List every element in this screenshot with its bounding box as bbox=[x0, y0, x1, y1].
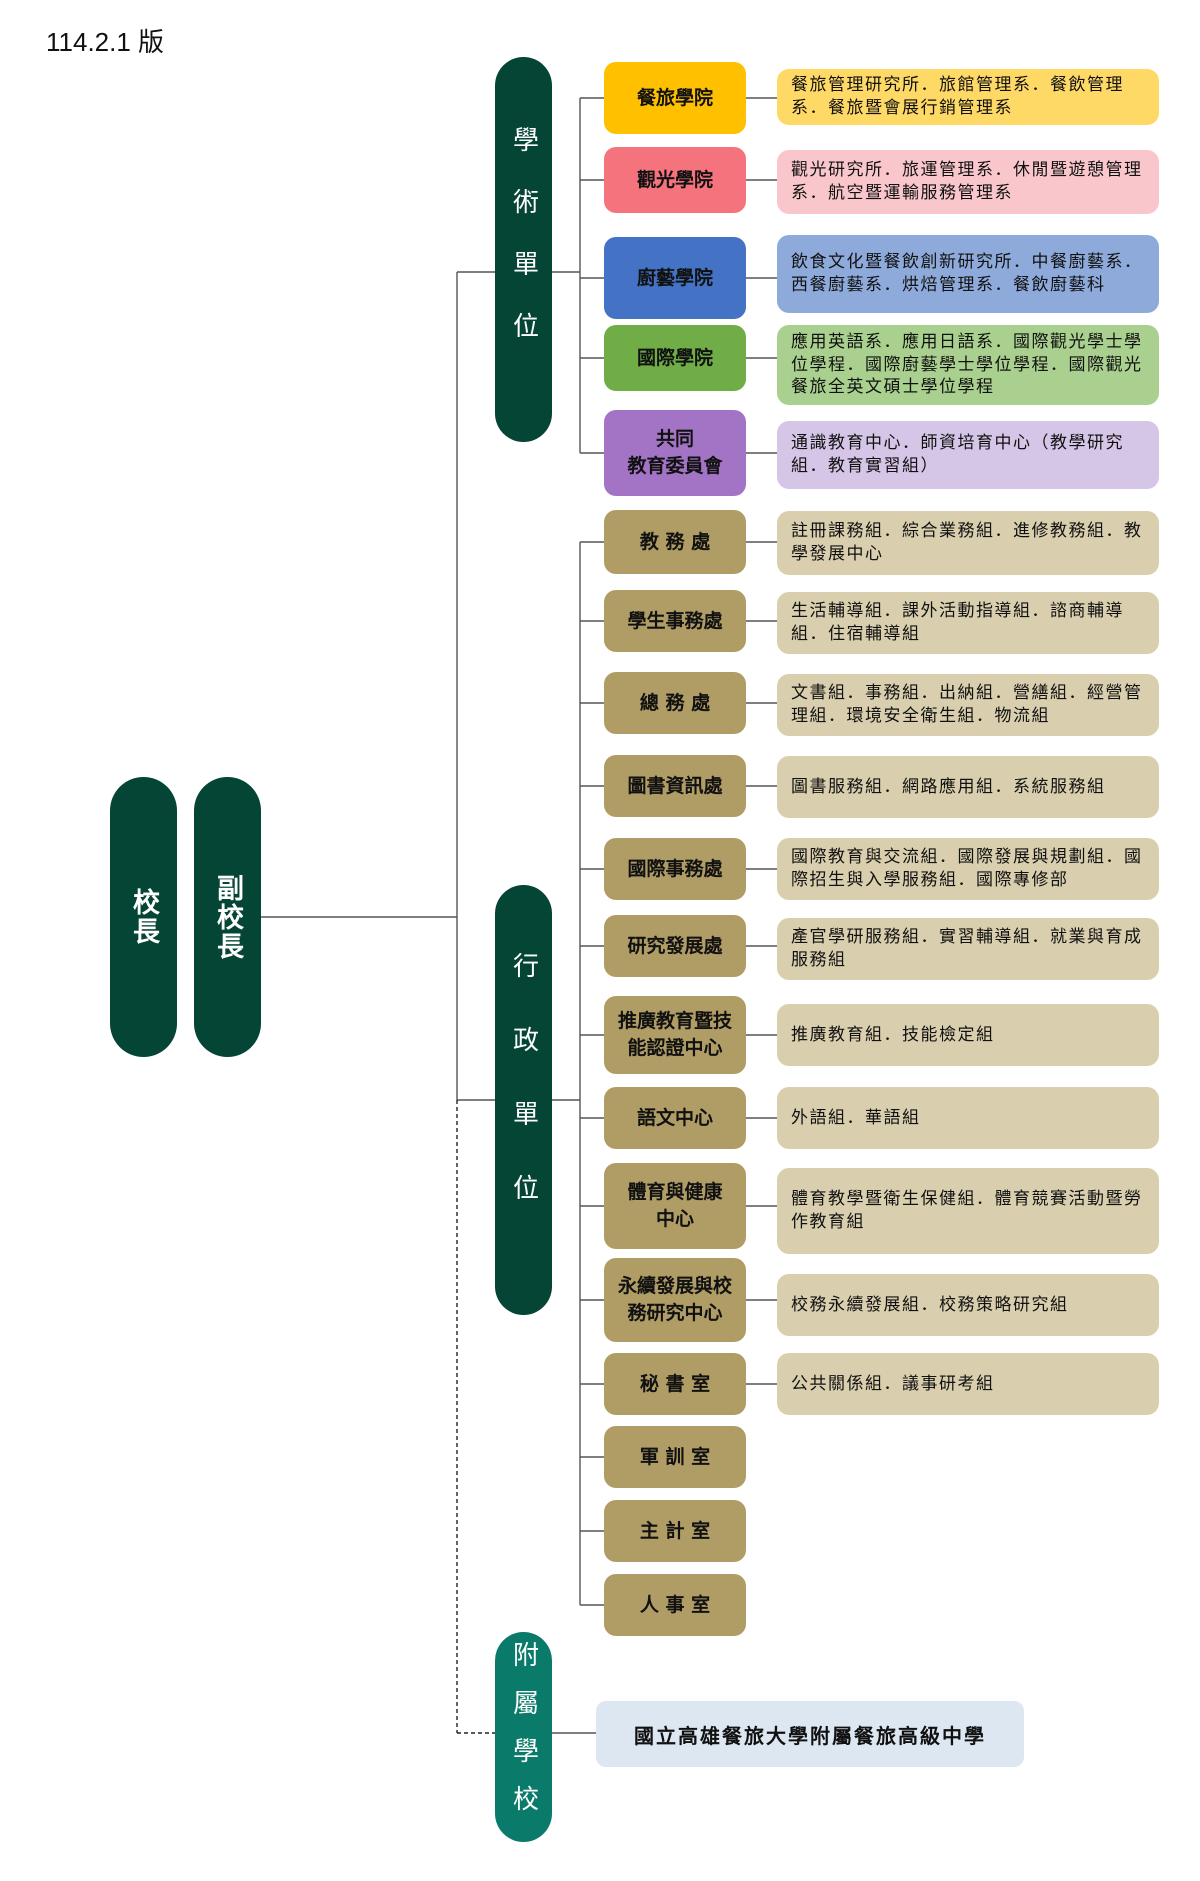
vice-president-node: 副校長 bbox=[194, 777, 261, 1057]
category-administrative: 行政單位 bbox=[495, 885, 552, 1315]
admin-unit-desc-6: 推廣教育組．技能檢定組 bbox=[777, 1004, 1159, 1066]
admin-unit-3: 圖書資訊處 bbox=[604, 755, 746, 817]
admin-unit-10: 秘 書 室 bbox=[604, 1353, 746, 1415]
admin-unit-desc-1: 生活輔導組．課外活動指導組．諮商輔導組．住宿輔導組 bbox=[777, 592, 1159, 654]
admin-unit-desc-3: 圖書服務組．網路應用組．系統服務組 bbox=[777, 756, 1159, 818]
academic-unit-3: 國際學院 bbox=[604, 325, 746, 391]
admin-unit-8: 體育與健康 中心 bbox=[604, 1163, 746, 1249]
category-affiliated: 附屬學校 bbox=[495, 1632, 552, 1842]
academic-unit-1: 觀光學院 bbox=[604, 147, 746, 213]
president-node: 校長 bbox=[110, 777, 177, 1057]
admin-unit-6: 推廣教育暨技 能認證中心 bbox=[604, 996, 746, 1074]
admin-unit-9: 永續發展與校 務研究中心 bbox=[604, 1258, 746, 1342]
academic-unit-desc-1: 觀光研究所．旅運管理系．休閒暨遊憩管理系．航空暨運輸服務管理系 bbox=[777, 150, 1159, 214]
admin-unit-desc-9: 校務永續發展組．校務策略研究組 bbox=[777, 1274, 1159, 1336]
academic-unit-desc-0: 餐旅管理研究所．旅館管理系．餐飲管理系．餐旅暨會展行銷管理系 bbox=[777, 69, 1159, 125]
academic-unit-2: 廚藝學院 bbox=[604, 237, 746, 319]
admin-unit-2: 總 務 處 bbox=[604, 672, 746, 734]
admin-unit-11: 軍 訓 室 bbox=[604, 1426, 746, 1488]
admin-unit-desc-5: 產官學研服務組．實習輔導組．就業與育成服務組 bbox=[777, 918, 1159, 980]
admin-unit-desc-7: 外語組．華語組 bbox=[777, 1087, 1159, 1149]
admin-unit-7: 語文中心 bbox=[604, 1087, 746, 1149]
category-administrative-label: 行政單位 bbox=[508, 952, 539, 1248]
admin-unit-1: 學生事務處 bbox=[604, 590, 746, 652]
admin-unit-0: 教 務 處 bbox=[604, 510, 746, 574]
admin-unit-desc-0: 註冊課務組．綜合業務組．進修教務組．教學發展中心 bbox=[777, 511, 1159, 575]
academic-unit-desc-2: 飲食文化暨餐飲創新研究所．中餐廚藝系．西餐廚藝系．烘焙管理系．餐飲廚藝科 bbox=[777, 235, 1159, 313]
academic-unit-0: 餐旅學院 bbox=[604, 62, 746, 134]
academic-unit-4: 共同 教育委員會 bbox=[604, 410, 746, 496]
category-affiliated-label: 附屬學校 bbox=[508, 1641, 539, 1833]
admin-unit-12: 主 計 室 bbox=[604, 1500, 746, 1562]
category-academic: 學術單位 bbox=[495, 57, 552, 442]
category-academic-label: 學術單位 bbox=[508, 125, 539, 374]
admin-unit-desc-2: 文書組．事務組．出納組．營繕組．經營管理組．環境安全衛生組．物流組 bbox=[777, 674, 1159, 736]
affiliated-school-box: 國立高雄餐旅大學附屬餐旅高級中學 bbox=[596, 1701, 1024, 1767]
president-label: 校長 bbox=[128, 888, 159, 946]
academic-unit-desc-4: 通識教育中心．師資培育中心（教學研究組．教育實習組） bbox=[777, 421, 1159, 489]
admin-unit-desc-8: 體育教學暨衛生保健組．體育競賽活動暨勞作教育組 bbox=[777, 1168, 1159, 1254]
admin-unit-4: 國際事務處 bbox=[604, 838, 746, 900]
vice-president-label: 副校長 bbox=[212, 873, 243, 961]
version-label: 114.2.1 版 bbox=[46, 27, 165, 57]
academic-unit-desc-3: 應用英語系．應用日語系．國際觀光學士學位學程．國際廚藝學士學位學程．國際觀光餐旅… bbox=[777, 325, 1159, 405]
admin-unit-13: 人 事 室 bbox=[604, 1574, 746, 1636]
admin-unit-desc-10: 公共關係組．議事研考組 bbox=[777, 1353, 1159, 1415]
affiliated-school-label: 國立高雄餐旅大學附屬餐旅高級中學 bbox=[634, 1723, 986, 1748]
admin-unit-5: 研究發展處 bbox=[604, 915, 746, 977]
admin-unit-desc-4: 國際教育與交流組．國際發展與規劃組．國際招生與入學服務組．國際專修部 bbox=[777, 838, 1159, 900]
